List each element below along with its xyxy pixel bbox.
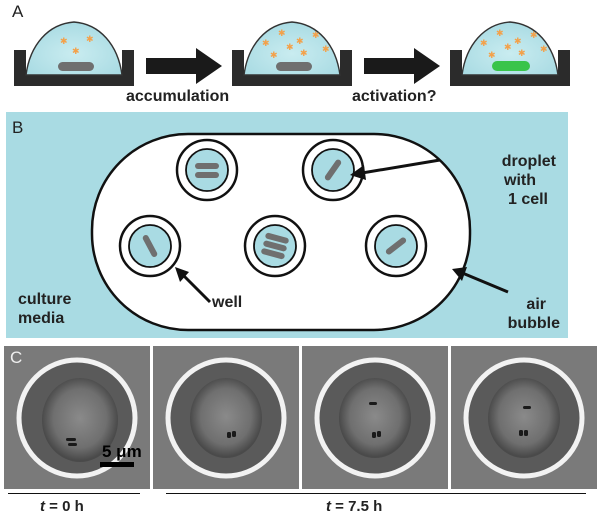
well-stage-3: ✱✱✱ ✱✱✱ ✱✱ [450,21,570,86]
svg-text:✱: ✱ [60,36,68,46]
micrograph-t75-a [153,346,299,489]
time-bar-0 [8,493,140,494]
micrograph-t0: 5 μm [4,346,150,489]
label-accumulation: accumulation [126,88,230,105]
time-label-0: t = 0 h [40,498,84,515]
svg-text:✱: ✱ [488,50,496,60]
time-bar-75 [166,493,586,494]
pointer-arrows [175,158,509,304]
panel-a-diagram: ✱✱✱ ✱✱✱ ✱✱✱ ✱✱ ✱✱✱ ✱✱✱ ✱✱ [14,21,570,86]
arrow-accumulation [146,48,222,84]
label-culture-media: culture media [18,291,72,327]
label-activation: activation? [352,88,437,105]
svg-text:✱: ✱ [504,42,512,52]
svg-text:✱: ✱ [496,28,504,38]
well-2 [301,138,365,202]
scale-bar [100,462,134,467]
arrow-activation [364,48,440,84]
svg-text:✱: ✱ [540,44,548,54]
svg-text:✱: ✱ [322,44,330,54]
panel-b-diagram [6,112,568,338]
svg-text:✱: ✱ [514,36,522,46]
svg-text:✱: ✱ [300,48,308,58]
svg-text:✱: ✱ [312,30,320,40]
label-well: well [212,294,243,311]
micrograph-image [153,346,299,489]
panel-c-letter: C [10,348,23,367]
cell [58,62,94,71]
panel-b-letter: B [12,118,24,137]
well-5 [364,214,428,278]
svg-text:✱: ✱ [530,30,538,40]
svg-text:✱: ✱ [270,50,278,60]
well-stage-2: ✱✱✱ ✱✱✱ ✱✱ [232,21,352,86]
svg-text:✱: ✱ [278,28,286,38]
svg-text:✱: ✱ [518,48,526,58]
svg-text:✱: ✱ [286,42,294,52]
label-droplet: droplet with 1 cell [501,153,556,208]
well-stage-1: ✱ ✱ ✱ [14,21,134,86]
well-4 [243,214,307,278]
time-label-75: t = 7.5 h [326,498,383,515]
micrograph-t75-c [451,346,597,489]
svg-text:✱: ✱ [262,38,270,48]
svg-text:✱: ✱ [480,38,488,48]
micrograph-image [451,346,597,489]
label-air-bubble: air bubble [507,296,560,332]
scale-bar-label: 5 μm [102,442,142,461]
svg-text:✱: ✱ [296,36,304,46]
well-1 [175,138,239,202]
well-3 [118,214,182,278]
svg-text:✱: ✱ [72,46,80,56]
svg-text:✱: ✱ [86,34,94,44]
micrograph-image [4,346,150,489]
micrograph-image [302,346,448,489]
micrograph-t75-b [302,346,448,489]
panel-a-letter: A [12,2,24,21]
